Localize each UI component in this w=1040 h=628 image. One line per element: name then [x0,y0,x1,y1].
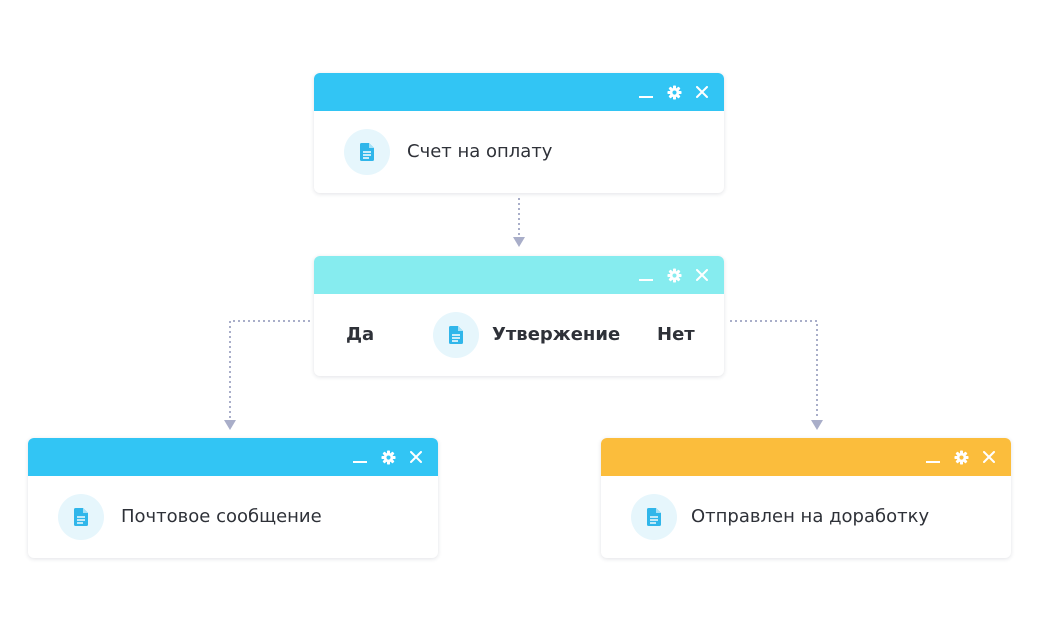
node-revision[interactable]: Отправлен на доработку [601,438,1011,558]
gear-icon[interactable] [666,267,682,283]
close-icon[interactable] [694,267,710,283]
node-header [314,256,724,294]
document-icon [344,129,390,175]
node-body: Счет на оплату [314,111,724,193]
node-body: Отправлен на доработку [601,476,1011,558]
node-body: Да Утвержение Нет [314,294,724,376]
node-header [601,438,1011,476]
close-icon[interactable] [408,449,424,465]
document-icon [433,312,479,358]
arrowhead-approval [513,237,525,247]
branch-yes-label[interactable]: Да [346,324,375,345]
node-label: Счет на оплату [407,141,553,162]
gear-icon[interactable] [380,449,396,465]
gear-icon[interactable] [953,449,969,465]
document-icon [58,494,104,540]
minimize-icon[interactable] [352,449,368,465]
node-invoice[interactable]: Счет на оплату [314,73,724,193]
document-icon [631,494,677,540]
gear-icon[interactable] [666,84,682,100]
connector-approval-yes [229,320,310,418]
node-header [314,73,724,111]
node-label: Утвержение [492,324,621,345]
node-approval[interactable]: Да Утвержение Нет [314,256,724,376]
node-label: Отправлен на доработку [691,506,930,527]
node-label: Почтовое сообщение [121,506,322,527]
node-body: Почтовое сообщение [28,476,438,558]
node-header [28,438,438,476]
node-mail[interactable]: Почтовое сообщение [28,438,438,558]
branch-no-label[interactable]: Нет [657,324,695,345]
minimize-icon[interactable] [925,449,941,465]
close-icon[interactable] [981,449,997,465]
close-icon[interactable] [694,84,710,100]
arrowhead-revision [811,420,823,430]
connector-approval-no [730,320,818,418]
arrowhead-mail [224,420,236,430]
minimize-icon[interactable] [638,84,654,100]
minimize-icon[interactable] [638,267,654,283]
